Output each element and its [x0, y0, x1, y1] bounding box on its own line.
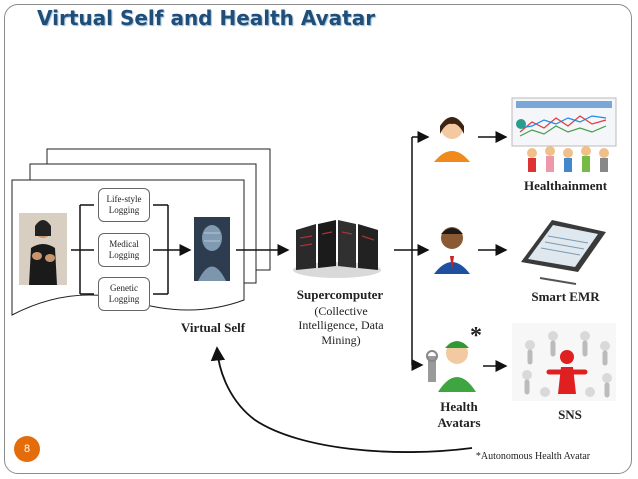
sns-label: SNS [558, 407, 582, 422]
signing-person-photo [19, 213, 67, 285]
page-title: Virtual Self and Health Avatar [37, 6, 376, 30]
smart-emr-label: Smart EMR [531, 289, 600, 304]
tablet-emr-icon [521, 220, 606, 285]
user-avatar-icon [434, 117, 470, 162]
health-avatar-icon [426, 341, 476, 392]
medical-logging-box: Medical Logging [98, 233, 150, 267]
virtual-self-label: Virtual Self [180, 320, 246, 335]
supercomputer-description: (Collective Intelligence, Data Mining) [298, 304, 384, 347]
supercomputer-icon [293, 220, 381, 278]
footnote: *Autonomous Health Avatar [475, 451, 591, 462]
lifestyle-logging-box: Life-style Logging [98, 188, 150, 222]
right-bracket [153, 204, 192, 295]
digital-head-icon [194, 217, 230, 281]
healthainment-image [511, 97, 617, 172]
slide-frame [4, 4, 632, 474]
user-avatar-icon [434, 227, 470, 274]
healthainment-label: Healthainment [523, 178, 608, 193]
asterisk-mark: * [470, 323, 482, 349]
page-number-badge: 8 [14, 436, 40, 462]
feedback-curve-arrow [210, 346, 473, 453]
left-bracket [71, 204, 94, 295]
social-network-icon [512, 323, 616, 401]
genetic-logging-box: Genetic Logging [98, 277, 150, 311]
supercomputer-label: Supercomputer [296, 287, 384, 302]
health-avatars-label: Health Avatars [437, 399, 481, 430]
branch-arrows [394, 131, 508, 372]
